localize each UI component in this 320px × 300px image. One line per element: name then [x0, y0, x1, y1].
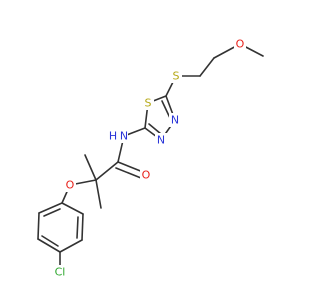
- bond-ring-c2-n3-double: [148, 123, 162, 135]
- bonds: [37, 43, 264, 267]
- bond-benzene-inner-a: [76, 216, 79, 239]
- chemical-structure: O S S N N N H O O: [37, 37, 264, 279]
- ring-nitrogen-2-atom: N: [155, 133, 167, 147]
- ring-sulfur-atom: S: [142, 96, 154, 110]
- bond-ch2-ch2: [199, 57, 215, 77]
- ring-sulfur-label: S: [145, 97, 152, 110]
- ether-oxygen-label: O: [66, 179, 75, 192]
- carbonyl-oxygen-atom: O: [140, 168, 152, 182]
- amide-nitrogen-atom: N H: [109, 129, 128, 143]
- bond-benzene-2: [81, 213, 84, 241]
- bond-benzene-inner-c: [43, 208, 61, 217]
- carbonyl-oxygen-label: O: [142, 169, 151, 182]
- ring-nitrogen-1-label: N: [171, 114, 179, 127]
- amide-hydrogen-label: H: [109, 130, 117, 143]
- amide-nitrogen-label: N: [120, 130, 128, 143]
- ring-nitrogen-1-atom: N: [169, 113, 181, 127]
- methoxy-oxygen-atom: O: [234, 37, 246, 51]
- methoxy-oxygen-label: O: [236, 38, 245, 51]
- bond-quat-c-methyl-up: [84, 154, 97, 181]
- ether-oxygen-atom: O: [64, 178, 76, 192]
- bond-benzene-inner-b: [41, 235, 59, 247]
- bond-benzene-1: [61, 202, 84, 215]
- chlorine-atom: Cl: [51, 265, 69, 279]
- thioether-sulfur-label: S: [173, 70, 180, 83]
- atom-labels: O S S N N N H O O: [51, 37, 246, 279]
- bond-carbonyl-c-o: [117, 161, 144, 173]
- bond-benzene-4: [37, 238, 61, 253]
- bond-carbonyl-c-o-double: [115, 167, 142, 179]
- bond-quat-c-methyl-down: [95, 179, 102, 209]
- bond-ring-n4-c5-double: [161, 100, 171, 119]
- ring-nitrogen-2-label: N: [157, 134, 165, 147]
- bond-benzene-5: [37, 212, 40, 240]
- bond-benzene-3: [59, 239, 83, 253]
- chlorine-label: Cl: [55, 266, 66, 279]
- bond-carbonyl-c-quat-c: [95, 161, 119, 181]
- thioether-sulfur-atom: S: [170, 69, 182, 83]
- bond-benzene-6: [38, 202, 63, 214]
